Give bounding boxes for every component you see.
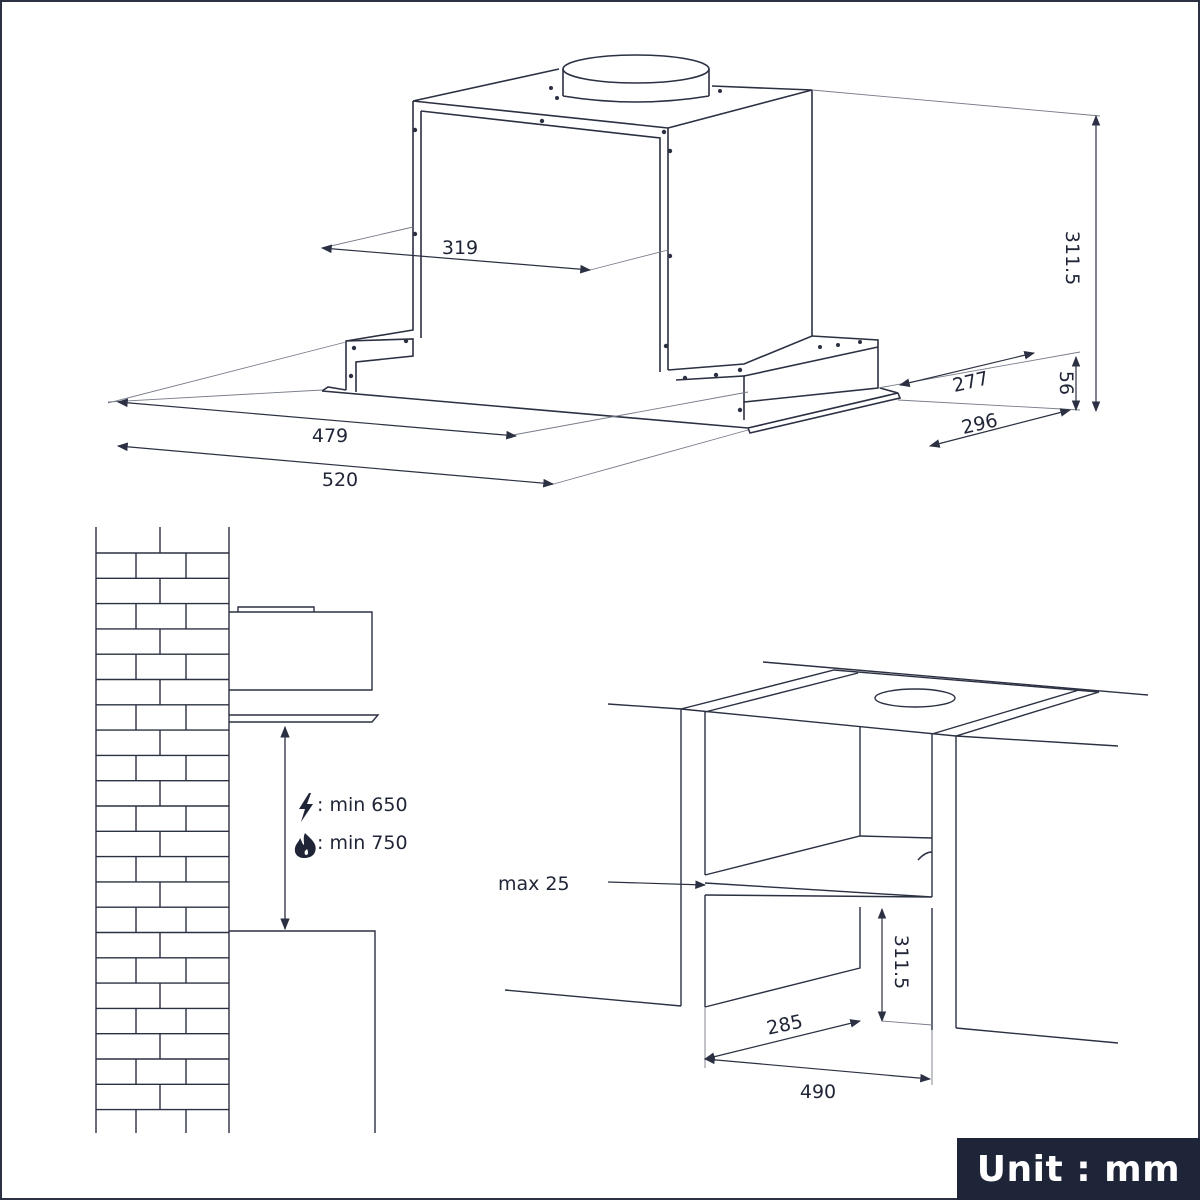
dim-height-label: 311.5 xyxy=(1061,231,1083,285)
dim-width-inner-label: 479 xyxy=(312,425,348,447)
gas-clearance-label: : min 750 xyxy=(317,832,408,854)
electric-clearance-label: : min 650 xyxy=(317,794,408,816)
cabinet-installation-drawing: max 25 311.5 285 490 xyxy=(498,661,1149,1103)
hood-3d-drawing: 311.5 319 479 520 277 296 56 xyxy=(107,54,1101,491)
flame-icon xyxy=(294,833,316,858)
unit-badge: Unit : mm xyxy=(957,1138,1200,1200)
brick-wall xyxy=(95,527,230,1133)
cabinet-height-label: 311.5 xyxy=(890,935,912,989)
max-thickness-label: max 25 xyxy=(498,873,570,895)
cabinet-depth-label: 285 xyxy=(765,1011,805,1040)
wall-installation-drawing: : min 650 : min 750 xyxy=(95,527,408,1133)
cabinet-width-label: 490 xyxy=(800,1081,836,1103)
dim-depth-inner-label: 319 xyxy=(442,237,478,259)
dim-frame-height-label: 56 xyxy=(1055,371,1077,395)
lightning-icon xyxy=(299,793,313,822)
dim-width-total-label: 520 xyxy=(322,469,358,491)
dim-depth-total-label: 296 xyxy=(960,409,1000,439)
